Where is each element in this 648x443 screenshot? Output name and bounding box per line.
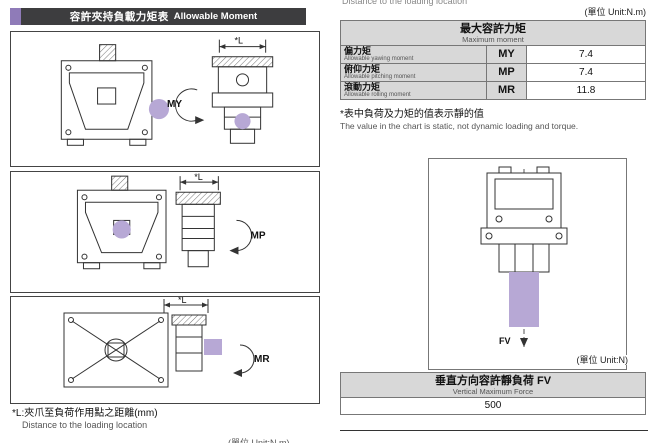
note-zh: *表中負荷及力矩的值表示靜的值 — [340, 109, 484, 120]
diagram-box-mp: MP *L — [10, 171, 320, 293]
footnote-zh: *L:夾爪至負荷作用點之距離(mm) — [12, 408, 158, 419]
section-title-en: Allowable Moment — [173, 11, 258, 22]
dim-label-l: *L — [194, 172, 203, 182]
row-symbol: MR — [487, 81, 527, 99]
moment-label-my: MY — [167, 99, 182, 110]
vertical-force-table: 垂直方向容許靜負荷 FV Vertical Maximum Force 500 — [340, 372, 646, 415]
row-name-zh: 偏力矩 — [344, 45, 372, 56]
load-point-shade — [234, 113, 251, 130]
header-accent-square — [10, 8, 21, 25]
row-symbol: MP — [487, 63, 527, 81]
maximum-moment-table: 最大容許力矩 Maximum moment 偏力矩 Allowable yawi… — [340, 20, 646, 100]
l-dimension-footnote: *L:夾爪至負荷作用點之距離(mm) Distance to the loadi… — [12, 404, 158, 430]
down-arrowhead — [520, 338, 528, 347]
fv-table-value: 500 — [341, 396, 645, 414]
diagram-box-my: MY *L — [10, 31, 320, 167]
table-row: 偏力矩 Allowable yawing moment MY 7.4 — [341, 45, 645, 64]
load-shade — [509, 272, 539, 327]
moment-table-title-en: Maximum moment — [462, 34, 524, 44]
unit-label-n: (單位 Unit:N) — [574, 355, 630, 365]
dim-label-l: *L — [234, 36, 243, 46]
section-header: 容許夾持負載力矩表 Allowable Moment — [10, 8, 306, 25]
moment-table-title-zh: 最大容許力矩 — [460, 23, 526, 35]
fv-label: FV — [499, 336, 511, 346]
load-point-shade — [204, 339, 222, 355]
footnote-en: Distance to the loading location — [22, 420, 148, 430]
row-name-en: Allowable yawing moment — [344, 56, 414, 63]
rotation-arrow — [175, 88, 198, 122]
row-symbol: MY — [487, 45, 527, 63]
mp-moment-diagram: MP *L — [76, 172, 266, 270]
row-value: 7.4 — [527, 45, 645, 63]
fv-table-title-en: Vertical Maximum Force — [452, 386, 534, 396]
fv-table-header: 垂直方向容許靜負荷 FV Vertical Maximum Force — [341, 373, 645, 397]
table-row: 滾動力矩 Allowable rolling moment MR 11.8 — [341, 81, 645, 99]
clipped-unit-text: (單位 Unit:N.m) — [228, 438, 290, 443]
bottom-rule — [340, 430, 648, 431]
table-row: 俯仰力矩 Allowable pitching moment MP 7.4 — [341, 63, 645, 82]
clipped-top-text: Distance to the loading location — [342, 0, 468, 6]
mr-moment-diagram: MR *L — [63, 297, 270, 388]
diagram-box-mr: MR *L — [10, 296, 320, 404]
my-moment-diagram: MY *L — [60, 36, 274, 146]
fv-force-diagram: FV — [480, 166, 568, 347]
load-point-shade — [148, 99, 170, 120]
fv-diagram-box: FV — [428, 158, 627, 370]
load-point-shade — [112, 220, 131, 239]
rotation-arrow — [239, 344, 255, 374]
moment-label-mr: MR — [254, 354, 270, 365]
note-en: The value in the chart is static, not dy… — [340, 121, 579, 131]
unit-label-nm: (單位 Unit:N.m) — [584, 7, 647, 17]
row-name-zh: 滾動力矩 — [344, 81, 381, 92]
row-value: 7.4 — [527, 63, 645, 81]
rotation-arrow — [236, 219, 252, 252]
static-value-note: *表中負荷及力矩的值表示靜的值 The value in the chart i… — [340, 105, 646, 131]
row-name-en: Allowable rolling moment — [344, 92, 411, 99]
dim-label-l: *L — [178, 297, 187, 305]
row-value: 11.8 — [527, 81, 645, 99]
section-title-zh: 容許夾持負載力矩表 — [69, 11, 169, 23]
moment-table-header: 最大容許力矩 Maximum moment — [341, 21, 645, 46]
row-name-en: Allowable pitching moment — [344, 74, 416, 81]
row-name-zh: 俯仰力矩 — [344, 63, 381, 74]
moment-label-mp: MP — [251, 231, 266, 242]
header-bar: 容許夾持負載力矩表 Allowable Moment — [21, 8, 306, 25]
fv-table-title-zh: 垂直方向容許靜負荷 FV — [434, 375, 552, 387]
